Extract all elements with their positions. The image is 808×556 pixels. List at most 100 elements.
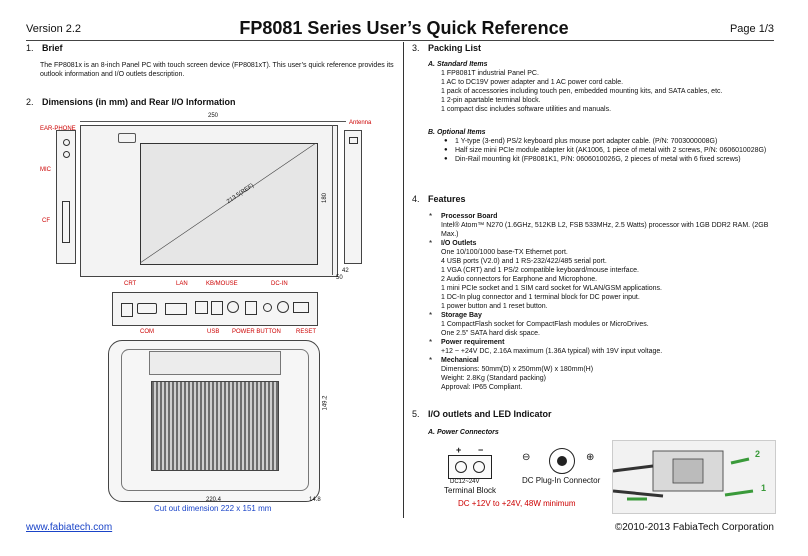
usb-port-2 <box>245 301 257 315</box>
com-port <box>137 303 157 314</box>
section-number: 3. <box>412 43 420 53</box>
depth-dimension-2: 50 <box>336 275 343 281</box>
optional-items-heading: B. Optional Items <box>428 129 486 136</box>
feature-line: 1 power button and 1 reset button. <box>441 303 548 310</box>
version-label: Version 2.2 <box>26 23 82 35</box>
section-title: Packing List <box>428 43 482 53</box>
list-item: 1 pack of accessories including touch pe… <box>441 88 723 95</box>
feature-title: Power requirement <box>441 339 505 346</box>
bullet-star: * <box>429 239 433 248</box>
section-brief-heading: 1. Brief <box>26 43 63 53</box>
feature-title: Storage Bay <box>441 312 482 319</box>
feature-io-outlets: * I/O Outlets One 10/100/1000 base-TX Et… <box>429 239 776 311</box>
section-number: 1. <box>26 43 34 53</box>
feature-line: Weight: 2.8Kg (Standard packing) <box>441 375 546 382</box>
header-rule <box>26 40 774 41</box>
left-side-view <box>56 130 76 264</box>
right-side-view <box>344 130 362 264</box>
mic-jack <box>63 151 70 158</box>
rear-height-dimension: 149.2 <box>322 395 329 411</box>
label-usb: USB <box>207 329 220 335</box>
website-link[interactable]: www.fabiatech.com <box>26 522 113 533</box>
features-list: * Processor Board Intel® Atom™ N270 (1.6… <box>429 212 776 392</box>
power-button-icon <box>263 303 272 312</box>
list-item: 1 FP8081T industrial Panel PC. <box>441 70 539 77</box>
heatsink-fins <box>151 381 279 471</box>
feature-line: 2 Audio connectors for Earphone and Micr… <box>441 276 598 283</box>
feature-line: 1 CompactFlash socket for CompactFlash m… <box>441 321 649 328</box>
usb-port <box>211 301 223 315</box>
section-features-heading: 4. Features <box>412 194 466 204</box>
page-title: FP8081 Series User’s Quick Reference <box>239 18 569 38</box>
section-title: I/O outlets and LED Indicator <box>428 409 552 419</box>
list-item: 1 compact disc includes software utiliti… <box>441 106 612 113</box>
terminal-block-port <box>293 302 309 313</box>
callout-number-2: 2 <box>755 449 761 459</box>
height-dimension: 180 <box>322 192 329 204</box>
section-title: Features <box>428 194 466 204</box>
callout-number-1: 1 <box>761 483 767 493</box>
earphone-jack <box>63 139 70 146</box>
dc-plug-name: DC Plug-In Connector <box>522 476 601 485</box>
section-number: 2. <box>26 97 34 107</box>
section-dimensions-heading: 2.Dimensions (in mm) and Rear I/O Inform… <box>26 97 236 107</box>
dc-plug-center <box>557 456 567 466</box>
feature-processor: * Processor Board Intel® Atom™ N270 (1.6… <box>429 212 776 239</box>
rear-view-diagram <box>108 340 320 502</box>
section-packing-heading: 3. Packing List <box>412 43 481 53</box>
list-item: Half size mini PCIe module adapter kit (… <box>444 146 771 155</box>
section-io-led-heading: 5. I/O outlets and LED Indicator <box>412 409 552 419</box>
terminal-block-icon <box>448 455 492 479</box>
section-number: 5. <box>412 409 420 419</box>
terminal-voltage-label: DC12~24V <box>450 479 480 485</box>
io-panel-view <box>112 292 318 326</box>
connector-drawing <box>612 450 754 501</box>
feature-title: I/O Outlets <box>441 240 477 247</box>
bullet-star: * <box>429 311 433 320</box>
list-item: 1 2-pin apartable terminal block. <box>441 97 541 104</box>
label-power-button: POWER BUTTON <box>232 329 281 335</box>
feature-line: Dimensions: 50mm(D) x 250mm(W) x 180mm(H… <box>441 366 594 373</box>
terminal-screw-plus <box>455 461 467 473</box>
depth-dimension-1: 42 <box>342 268 349 274</box>
feature-line: One 10/100/1000 base-TX Ethernet port. <box>441 249 568 256</box>
standard-items-heading: A. Standard Items <box>428 61 488 68</box>
label-lan: LAN <box>176 281 188 287</box>
feature-title: Processor Board <box>441 213 498 220</box>
screen-diagonal <box>140 143 317 264</box>
logo-plate <box>118 133 136 143</box>
label-com: COM <box>140 329 154 335</box>
feature-line: 1 VGA (CRT) and 1 PS/2 compatible keyboa… <box>441 267 639 274</box>
ps2-port <box>227 301 239 313</box>
column-divider <box>403 42 404 518</box>
rear-width-dimension: 220.4 <box>206 497 222 503</box>
dc-plug-icon <box>549 448 575 474</box>
feature-power: * Power requirement +12 ~ +24V DC, 2.16A… <box>429 338 776 356</box>
dc-in-jack <box>277 301 289 313</box>
list-item: 1 Y-type (3-end) PS/2 keyboard plus mous… <box>444 137 771 146</box>
label-cf: CF <box>42 218 50 224</box>
section-title: Brief <box>42 43 63 53</box>
height-dimension-line <box>332 125 333 275</box>
section-number: 4. <box>412 194 420 204</box>
dc-minus-symbol: ⊖ <box>522 452 531 463</box>
feature-line: 1 mini PCIe socket and 1 SIM card socket… <box>441 285 662 292</box>
feature-line: One 2.5” SATA hard disk space. <box>441 330 540 337</box>
cf-slot <box>62 201 70 243</box>
feature-line: Approval: IP65 Compliant. <box>441 384 523 391</box>
lcd-screen <box>140 143 318 265</box>
label-dc-in: DC-IN <box>271 281 288 287</box>
copyright-text: ©2010-2013 FabiaTech Corporation <box>614 522 774 533</box>
dc-plus-symbol: ⊕ <box>586 452 595 463</box>
feature-storage: * Storage Bay 1 CompactFlash socket for … <box>429 311 776 338</box>
crt-port <box>121 303 133 317</box>
vga-port <box>165 303 187 315</box>
feature-line: Intel® Atom™ N270 (1.6GHz, 512KB L2, FSB… <box>441 222 769 238</box>
lan-port <box>195 301 208 314</box>
io-cover <box>149 351 281 375</box>
terminal-block-name: Terminal Block <box>444 486 497 495</box>
feature-line: +12 ~ +24V DC, 2.16A maximum (1.36A typi… <box>441 348 663 355</box>
bullet-star: * <box>429 212 433 221</box>
connector-illustration: 2 1 <box>612 440 776 514</box>
cutout-dimension-note: Cut out dimension 222 x 151 mm <box>154 504 272 513</box>
